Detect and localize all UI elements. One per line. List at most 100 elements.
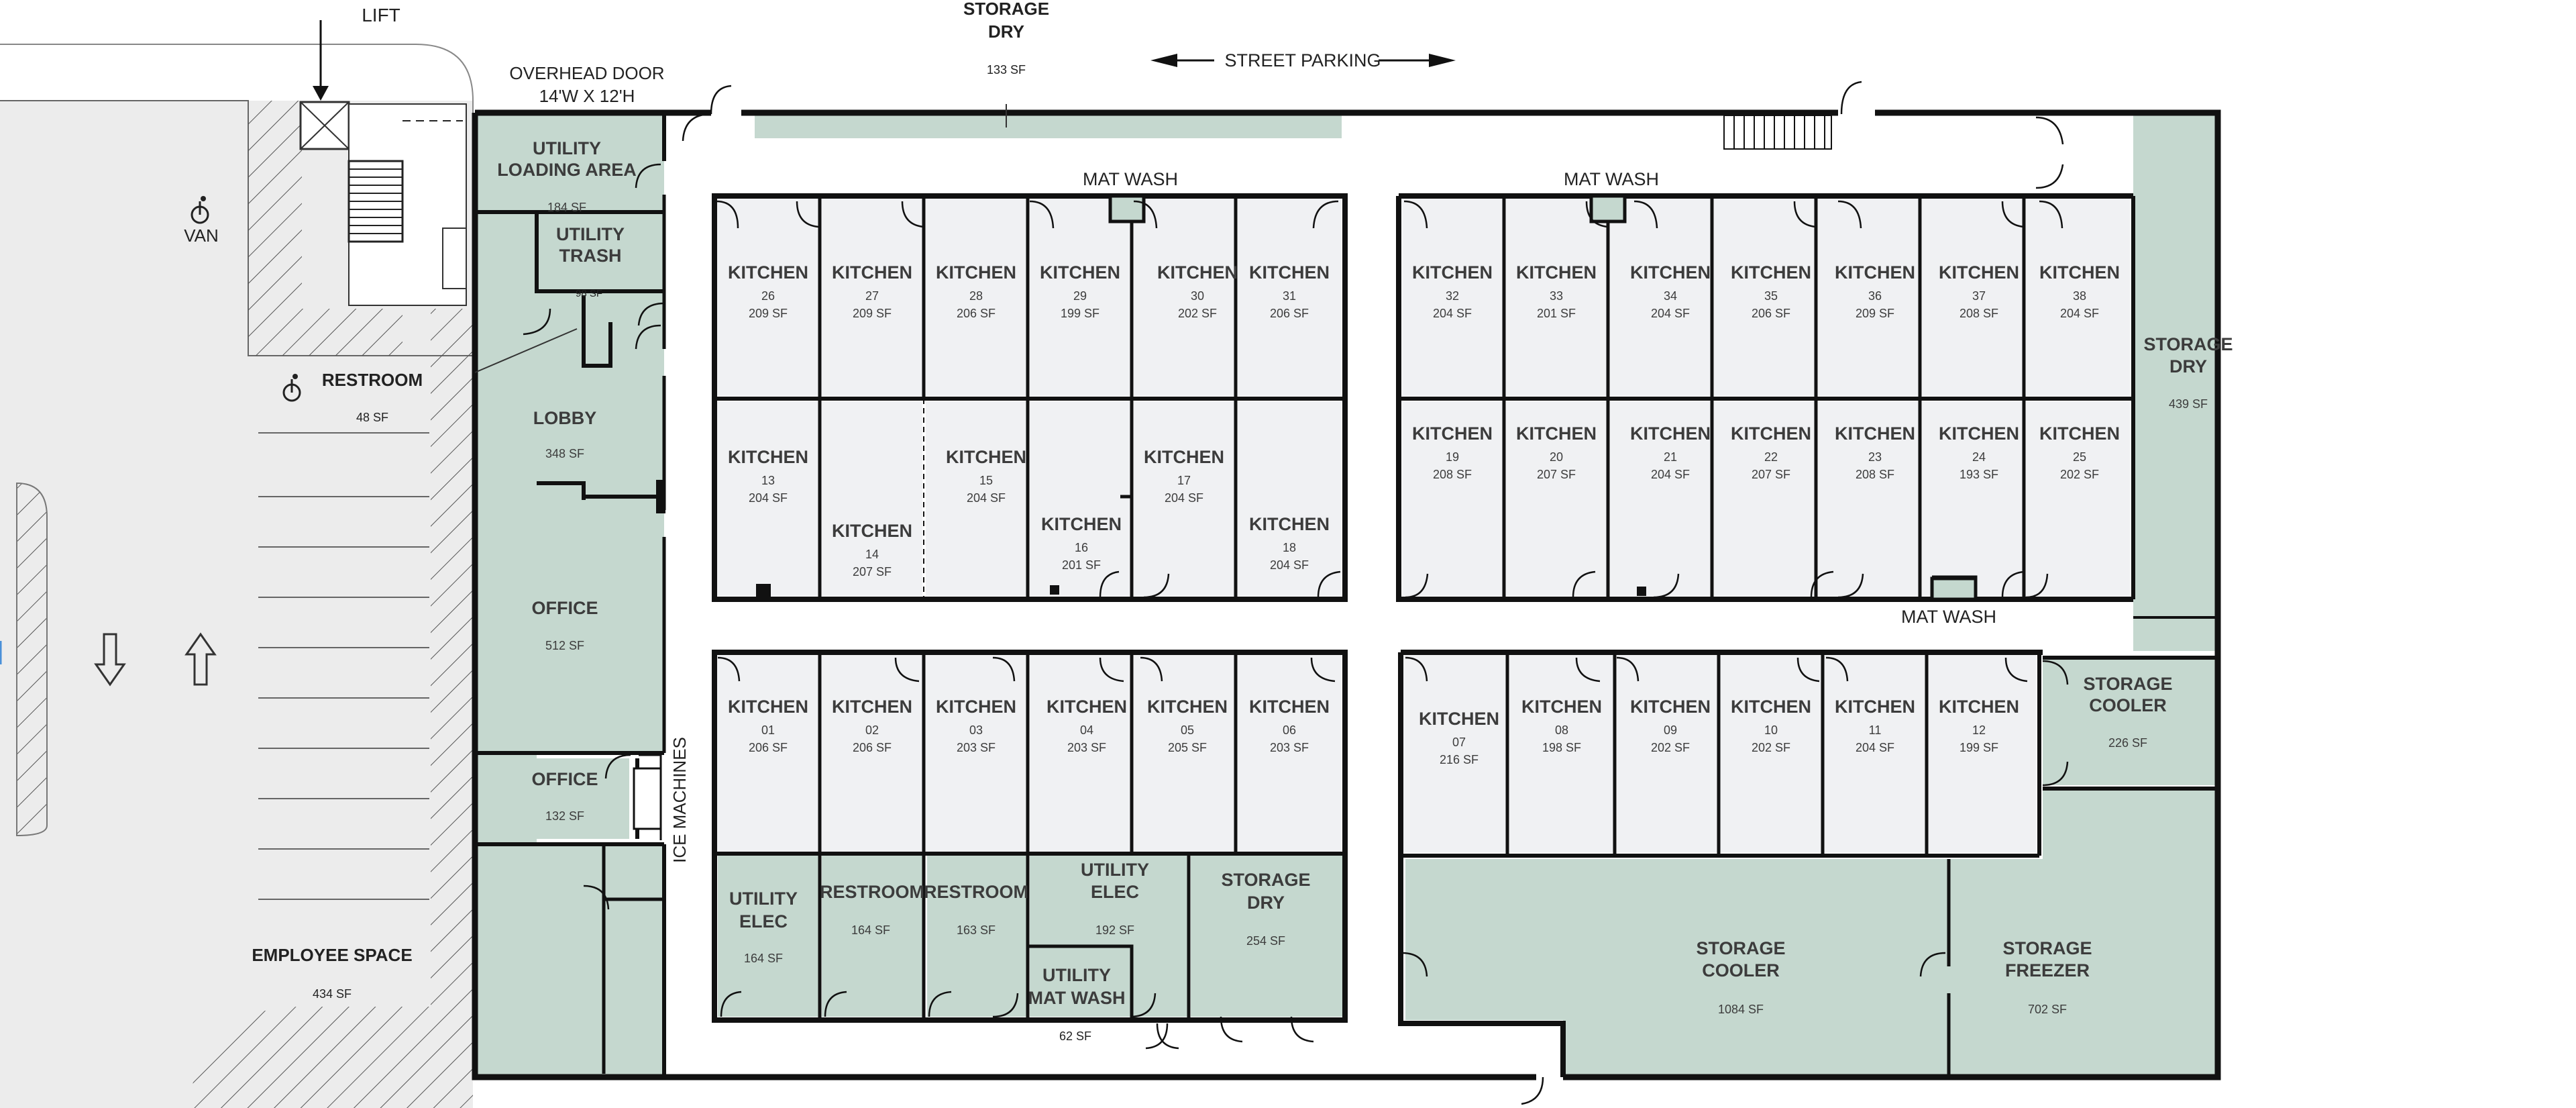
svg-text:702 SF: 702 SF [2028, 1003, 2067, 1016]
svg-text:STORAGE: STORAGE [2143, 334, 2233, 354]
kitchen-number: 12 [1972, 723, 1986, 737]
kitchen-area: 207 SF [1752, 468, 1790, 481]
kitchen-label: KITCHEN [1412, 262, 1493, 283]
building [442, 54, 2221, 1105]
employee-space-name: EMPLOYEE SPACE [252, 945, 412, 965]
kitchen-number: 17 [1177, 474, 1191, 487]
kitchen-area: 204 SF [1856, 741, 1894, 754]
mat-wash-label-2: MAT WASH [1564, 169, 1659, 189]
kitchen-number: 28 [969, 289, 983, 303]
street-parking-label: STREET PARKING [1224, 50, 1381, 70]
kitchen-area: 198 SF [1542, 741, 1581, 754]
kitchen-area: 199 SF [1061, 307, 1099, 320]
kitchen-area: 202 SF [1178, 307, 1217, 320]
kitchen-number: 23 [1868, 450, 1882, 464]
svg-text:UTILITY: UTILITY [556, 224, 625, 244]
kitchen-label: KITCHEN [1147, 697, 1228, 717]
kitchen-label: KITCHEN [1521, 697, 1602, 717]
svg-text:LOADING AREA: LOADING AREA [497, 160, 637, 180]
mat-wash-label-1: MAT WASH [1083, 169, 1178, 189]
svg-text:OFFICE: OFFICE [532, 598, 598, 618]
overhead-door-line1: OVERHEAD DOOR [509, 63, 664, 83]
kitchen-label: KITCHEN [832, 521, 912, 541]
svg-text:LOBBY: LOBBY [533, 408, 597, 428]
kitchen-label: KITCHEN [1939, 262, 2019, 283]
site-labels: LIFT STORAGE DRY 133 SF STREET PARKING O… [184, 0, 1996, 1043]
svg-text:512 SF: 512 SF [545, 639, 584, 652]
kitchen-number: 37 [1972, 289, 1986, 303]
kitchen-number: 34 [1664, 289, 1677, 303]
svg-text:STORAGE: STORAGE [1696, 938, 1785, 958]
kitchen-label: KITCHEN [1731, 423, 1811, 444]
kitchen-number: 10 [1764, 723, 1778, 737]
kitchen-area: 206 SF [749, 741, 788, 754]
storage-dry-top-area: 133 SF [987, 63, 1026, 77]
kitchen-area: 206 SF [1752, 307, 1790, 320]
svg-text:1084 SF: 1084 SF [1718, 1003, 1764, 1016]
kitchen-label: KITCHEN [1939, 697, 2019, 717]
kitchen-number: 20 [1550, 450, 1563, 464]
kitchen-number: 15 [979, 474, 993, 487]
kitchen-number: 27 [865, 289, 879, 303]
kitchen-label: KITCHEN [1041, 514, 1122, 534]
kitchen-area: 204 SF [2060, 307, 2099, 320]
kitchen-area: 204 SF [967, 491, 1006, 505]
kitchen-37: KITCHEN 37 208 SF [1939, 262, 2019, 320]
svg-text:163 SF: 163 SF [957, 923, 996, 937]
mat-wash-label-3: MAT WASH [1901, 607, 1996, 627]
room-office-512: OFFICE 512 SF [532, 598, 598, 652]
room-restroom-164: RESTROOM 164 SF [820, 882, 924, 937]
kitchen-number: 26 [761, 289, 775, 303]
kitchen-label: KITCHEN [1144, 447, 1224, 467]
ice-machines-label: ICE MACHINES [669, 737, 690, 863]
kitchen-label: KITCHEN [946, 447, 1026, 467]
svg-text:UTILITY: UTILITY [533, 138, 601, 158]
kitchen-number: 09 [1664, 723, 1677, 737]
kitchen-area: 209 SF [1856, 307, 1894, 320]
restroom-outside-area: 48 SF [356, 411, 388, 424]
kitchen-number: 06 [1283, 723, 1296, 737]
kitchen-number: 35 [1764, 289, 1778, 303]
kitchen-label: KITCHEN [936, 697, 1016, 717]
room-storage-freezer-702: STORAGE FREEZER 702 SF [2002, 938, 2092, 1016]
kitchen-area: 207 SF [853, 565, 892, 578]
svg-text:132 SF: 132 SF [545, 809, 584, 823]
kitchen-number: 03 [969, 723, 983, 737]
kitchen-label: KITCHEN [832, 262, 912, 283]
kitchen-number: 38 [2073, 289, 2086, 303]
svg-text:226 SF: 226 SF [2108, 736, 2147, 750]
kitchen-area: 208 SF [1433, 468, 1472, 481]
kitchen-label: KITCHEN [1249, 514, 1330, 534]
kitchen-number: 16 [1075, 541, 1088, 554]
kitchen-area: 206 SF [1270, 307, 1309, 320]
storage-dry-top-name2: DRY [988, 21, 1024, 42]
kitchen-area: 216 SF [1440, 753, 1479, 766]
kitchen-area: 207 SF [1537, 468, 1576, 481]
kitchen-number: 33 [1550, 289, 1563, 303]
svg-text:MAT WASH: MAT WASH [1028, 988, 1126, 1008]
kitchen-label: KITCHEN [1835, 423, 1915, 444]
kitchen-area: 208 SF [1960, 307, 1998, 320]
kitchen-label: KITCHEN [1046, 697, 1127, 717]
lift-label: LIFT [362, 5, 400, 26]
